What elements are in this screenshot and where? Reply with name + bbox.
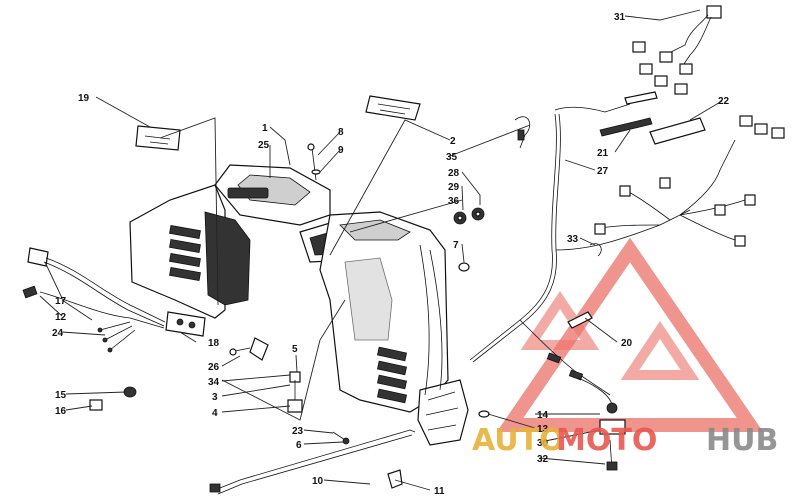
callout-labels: 19 1 25 8 9 2 35 28 29 36 7 31 22 21 27 … — [52, 12, 730, 497]
part-28-29-36-grommets — [453, 207, 485, 225]
callout-15: 15 — [55, 390, 67, 401]
callout-1: 1 — [262, 123, 268, 134]
part-12-17-24-harness — [22, 247, 166, 353]
callout-32: 32 — [537, 454, 549, 465]
part-31-top-harness — [632, 5, 722, 95]
callout-5: 5 — [292, 344, 298, 355]
watermark-triangle-inner2 — [620, 320, 700, 380]
callout-22: 22 — [718, 96, 730, 107]
part-7-grommet — [458, 262, 470, 272]
callout-19: 19 — [78, 93, 90, 104]
callout-21: 21 — [597, 148, 609, 159]
right-louvers — [376, 346, 408, 404]
callout-30: 30 — [537, 438, 549, 449]
callout-13: 13 — [537, 424, 549, 435]
callout-17: 17 — [55, 296, 67, 307]
watermark-moto: MOTO — [556, 423, 657, 458]
callout-25: 25 — [258, 140, 270, 151]
watermark-hub: HUB — [706, 423, 778, 458]
callout-33: 33 — [567, 234, 579, 245]
main-shroud-part — [129, 164, 469, 446]
callout-28: 28 — [448, 168, 460, 179]
callout-16: 16 — [55, 406, 67, 417]
callout-35: 35 — [446, 152, 458, 163]
part-6-23-bolt — [332, 431, 350, 445]
callout-23: 23 — [292, 426, 304, 437]
callout-7: 7 — [453, 240, 459, 251]
callout-20: 20 — [621, 338, 633, 349]
part-21-22-sleeve — [599, 91, 706, 145]
callout-2: 2 — [450, 136, 456, 147]
part-15-16-plug — [89, 386, 137, 411]
callout-14: 14 — [537, 410, 549, 421]
part-27-main-harness — [469, 103, 785, 396]
callout-9: 9 — [338, 145, 344, 156]
callout-34: 34 — [208, 377, 220, 388]
part-35-clip — [514, 116, 531, 149]
callout-26: 26 — [208, 362, 220, 373]
part-18-switch-plate — [165, 311, 206, 337]
part-26-34-socket — [229, 337, 269, 361]
callout-36: 36 — [448, 196, 460, 207]
callout-3: 3 — [212, 392, 218, 403]
part-3-4-5-bracket — [287, 371, 303, 413]
callout-11: 11 — [434, 486, 445, 497]
watermark-text: AUTO MOTO HUB — [472, 423, 778, 458]
watermark-auto: AUTO — [472, 423, 565, 458]
callout-31: 31 — [614, 12, 626, 23]
callout-10: 10 — [312, 476, 324, 487]
part-2-decal — [365, 95, 421, 121]
part-10-11-lead — [209, 429, 416, 495]
callout-24: 24 — [52, 328, 64, 339]
part-19-reflector — [135, 125, 181, 151]
callout-27: 27 — [597, 166, 609, 177]
callout-12: 12 — [55, 312, 67, 323]
leader-lines — [39, 9, 723, 491]
callout-18: 18 — [208, 338, 220, 349]
part-8-screw — [307, 143, 321, 181]
callout-4: 4 — [212, 408, 218, 419]
callout-8: 8 — [338, 127, 344, 138]
left-louvers — [169, 224, 201, 282]
watermark-triangle-outer — [496, 237, 764, 432]
part-20-connector — [567, 311, 593, 329]
callout-6: 6 — [296, 440, 302, 451]
callout-29: 29 — [448, 182, 460, 193]
